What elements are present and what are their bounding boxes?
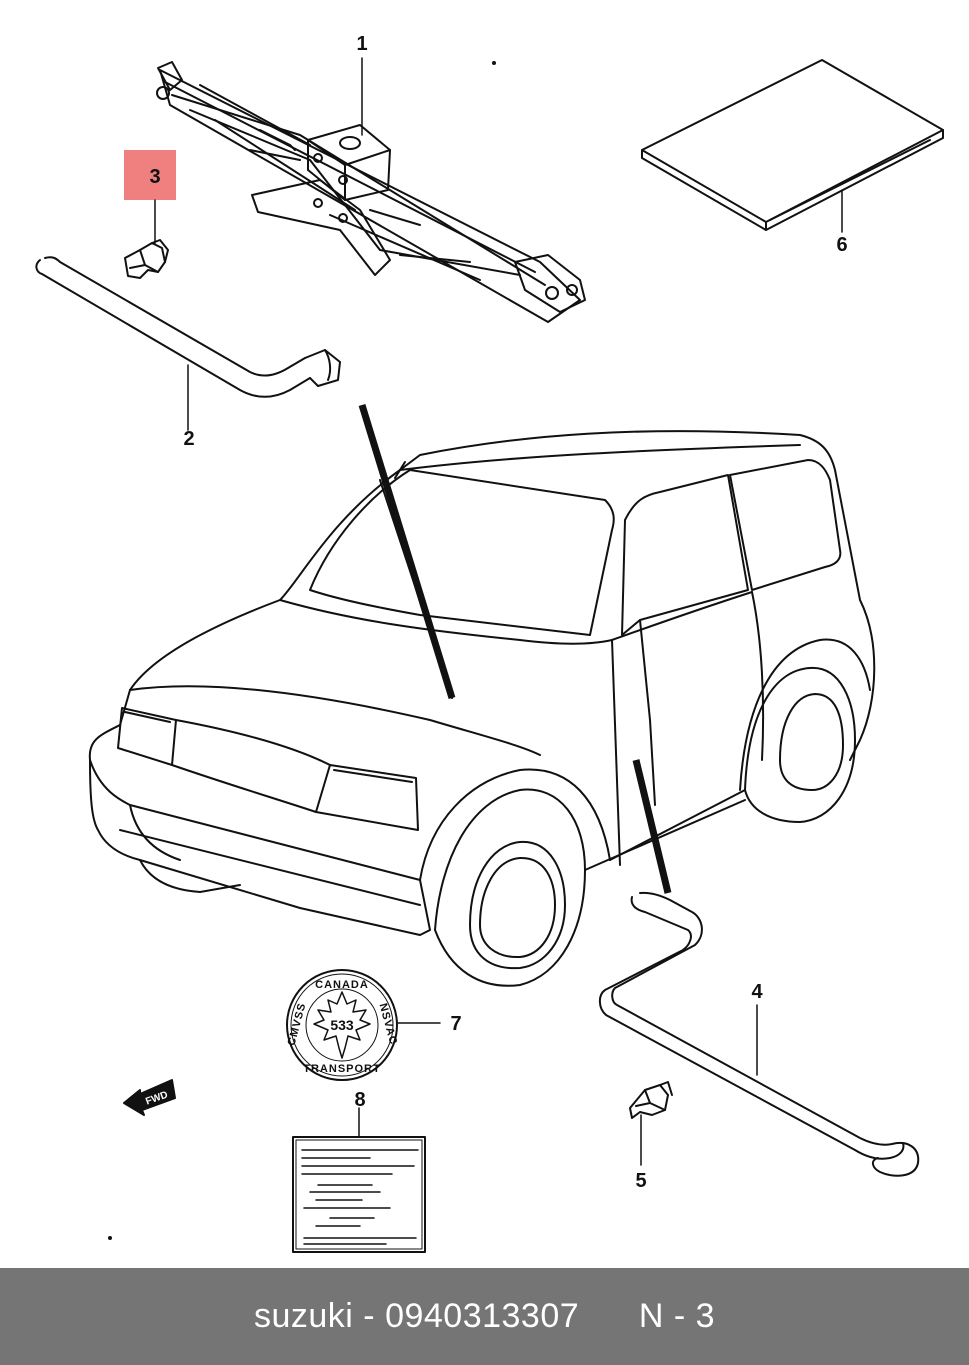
clip-5[interactable] [630, 1082, 672, 1118]
seal-top-text: CANADA [315, 979, 369, 991]
part-label-5: 5 [635, 1170, 646, 1192]
canada-seal [287, 970, 397, 1080]
parts-diagram: 1 2 3 4 5 6 7 8 CANADA CMVSS NSVAC TRANS… [0, 33, 969, 1268]
owners-manual[interactable] [642, 60, 943, 230]
part-number: 0940313307 [385, 1297, 580, 1335]
part-label-4: 4 [751, 981, 763, 1003]
seal-right-text: NSVAC [377, 1002, 400, 1046]
part-label-3: 3 [149, 166, 160, 188]
jack[interactable] [157, 62, 585, 322]
part-label-8: 8 [354, 1089, 365, 1111]
footer-bar: suzuki - 0940313307 N - 3 [0, 1268, 969, 1365]
part-label-6: 6 [836, 234, 847, 256]
wheel-wrench[interactable] [36, 257, 340, 397]
fwd-arrow-icon [124, 1080, 175, 1115]
brand-name: suzuki [253, 1297, 354, 1335]
part-label-2: 2 [183, 428, 194, 450]
highlight-box [124, 150, 176, 200]
page-ref: N - 3 [638, 1297, 716, 1335]
part-label-7: 7 [450, 1013, 461, 1035]
label-sticker [293, 1137, 425, 1252]
clip-3[interactable] [125, 240, 168, 278]
footer-text: suzuki - 0940313307 N - 3 [254, 1297, 715, 1336]
part-label-1: 1 [356, 33, 367, 55]
separator: - [353, 1297, 386, 1335]
spacer [579, 1297, 639, 1335]
vehicle [90, 431, 874, 986]
seal-bottom-text: TRANSPORT [303, 1063, 380, 1075]
jack-handle-rod[interactable] [600, 893, 918, 1176]
seal-number: 533 [330, 1017, 354, 1033]
